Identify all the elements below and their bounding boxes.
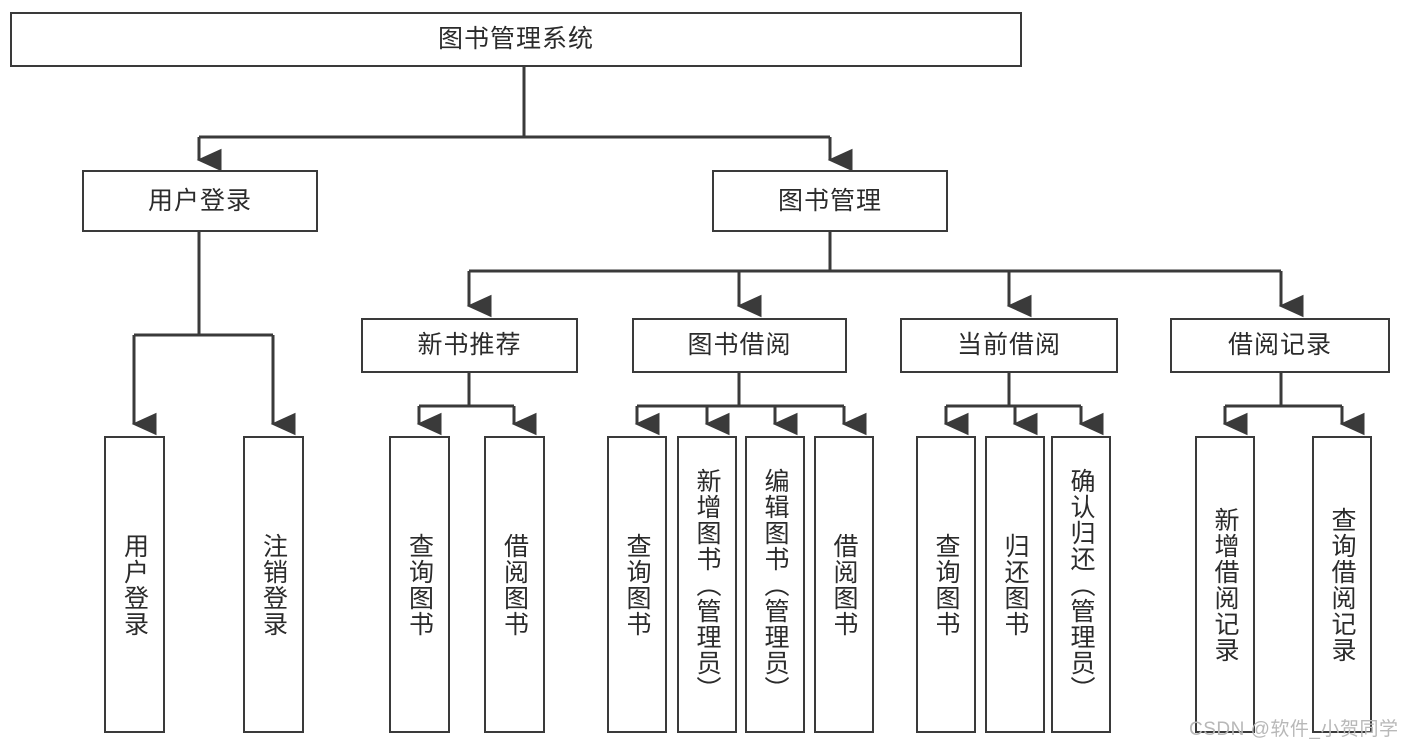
leaf-record-add-record[interactable]: 新增借阅记录 bbox=[1195, 436, 1255, 733]
leaf-borrow-edit-book-admin[interactable]: 编辑图书（管理员） bbox=[745, 436, 805, 733]
node-label: 借阅图书 bbox=[500, 532, 529, 637]
node-label: 用户登录 bbox=[147, 186, 252, 215]
node-label: 图书管理 bbox=[777, 186, 882, 215]
watermark-text: CSDN @软件_小贺同学 bbox=[1189, 719, 1399, 740]
node-label: 编辑图书（管理员） bbox=[761, 467, 789, 702]
node-label: 新增图书（管理员） bbox=[693, 467, 721, 702]
leaf-current-query-book[interactable]: 查询图书 bbox=[916, 436, 976, 733]
leaf-recommend-borrow-book[interactable]: 借阅图书 bbox=[484, 436, 545, 733]
node-label: 图书借阅 bbox=[687, 331, 792, 359]
node-label: 借阅记录 bbox=[1227, 331, 1332, 359]
leaf-user-login-login[interactable]: 用户登录 bbox=[104, 436, 165, 733]
leaf-user-login-logout[interactable]: 注销登录 bbox=[243, 436, 304, 733]
leaf-current-confirm-return-admin[interactable]: 确认归还（管理员） bbox=[1051, 436, 1111, 733]
node-borrow-record[interactable]: 借阅记录 bbox=[1170, 318, 1390, 373]
leaf-borrow-query-book[interactable]: 查询图书 bbox=[607, 436, 667, 733]
node-label: 新书推荐 bbox=[417, 331, 522, 359]
node-new-book-recommend[interactable]: 新书推荐 bbox=[361, 318, 578, 373]
leaf-borrow-borrow-book[interactable]: 借阅图书 bbox=[814, 436, 874, 733]
node-label: 当前借阅 bbox=[956, 331, 1061, 359]
node-label: 归还图书 bbox=[1001, 532, 1029, 637]
node-label: 查询借阅记录 bbox=[1328, 506, 1356, 663]
node-label: 用户登录 bbox=[120, 532, 149, 637]
node-current-borrow[interactable]: 当前借阅 bbox=[900, 318, 1118, 373]
leaf-current-return-book[interactable]: 归还图书 bbox=[985, 436, 1045, 733]
node-user-login[interactable]: 用户登录 bbox=[82, 170, 318, 232]
node-label: 新增借阅记录 bbox=[1211, 506, 1239, 663]
leaf-recommend-query-book[interactable]: 查询图书 bbox=[389, 436, 450, 733]
node-label: 图书管理系统 bbox=[437, 25, 594, 53]
node-label: 借阅图书 bbox=[830, 532, 858, 637]
leaf-borrow-add-book-admin[interactable]: 新增图书（管理员） bbox=[677, 436, 737, 733]
node-book-borrow[interactable]: 图书借阅 bbox=[632, 318, 847, 373]
node-label: 查询图书 bbox=[623, 532, 651, 637]
node-root-book-management-system[interactable]: 图书管理系统 bbox=[10, 12, 1022, 67]
node-label: 查询图书 bbox=[932, 532, 960, 637]
node-label: 注销登录 bbox=[259, 532, 288, 637]
node-label: 确认归还（管理员） bbox=[1067, 467, 1095, 702]
leaf-record-query-record[interactable]: 查询借阅记录 bbox=[1312, 436, 1372, 733]
node-book-management[interactable]: 图书管理 bbox=[712, 170, 948, 232]
node-label: 查询图书 bbox=[405, 532, 434, 637]
